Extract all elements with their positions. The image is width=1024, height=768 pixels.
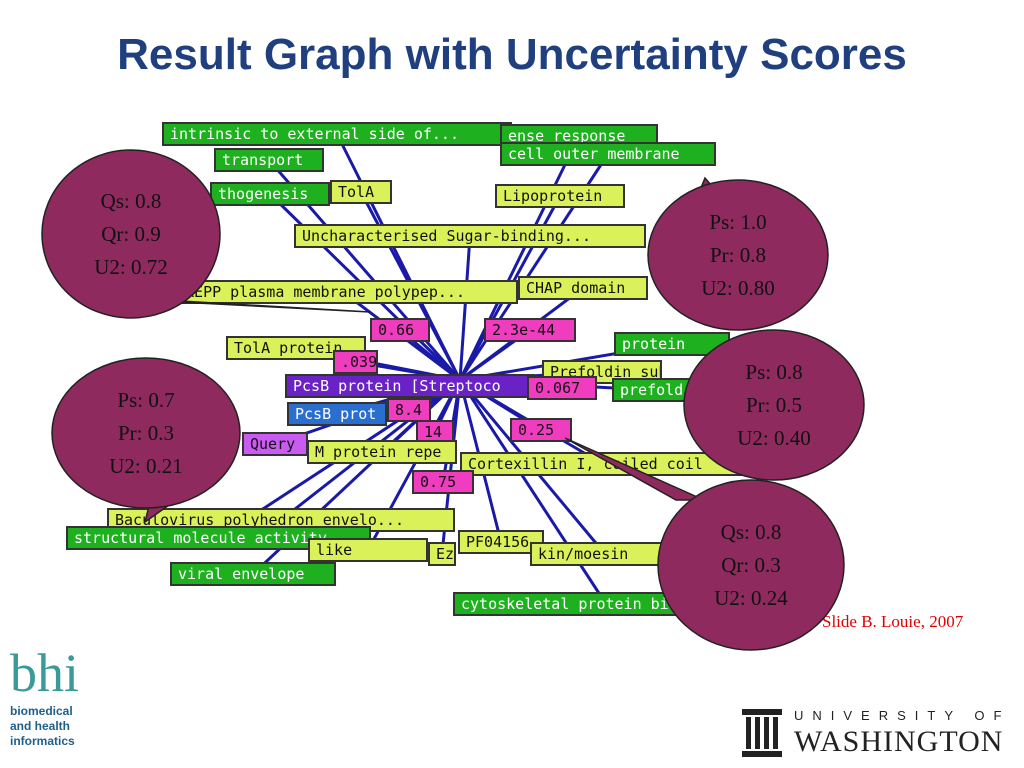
bhi-logo: bhi biomedical and health informatics [10, 646, 130, 766]
graph-node[interactable]: TolA protein [226, 336, 366, 360]
bhi-line: biomedical [10, 704, 73, 718]
graph-node[interactable]: CHAP domain [518, 276, 648, 300]
graph-node[interactable]: PcsB protein [Streptoco [285, 374, 535, 398]
graph-node[interactable]: Lipoprotein [495, 184, 625, 208]
callout-line: Qr: 0.9 [101, 221, 161, 246]
callout-line: U2: 0.40 [737, 425, 811, 450]
graph-edge [458, 379, 608, 605]
graph-node[interactable]: 8.4 [387, 398, 431, 422]
graph-node[interactable]: like [308, 538, 428, 562]
slide-title: Result Graph with Uncertainty Scores [117, 30, 907, 79]
graph-node[interactable]: Cortexillin I, coiled coil [460, 452, 746, 476]
uw-bottom-text: WASHINGTON [794, 725, 1004, 758]
graph-node[interactable]: Query [242, 432, 308, 456]
graph-node[interactable]: 0.067 [527, 376, 597, 400]
callout-line: Qr: 0.3 [721, 552, 781, 577]
callout-line: U2: 0.80 [701, 275, 775, 300]
graph-node[interactable]: Ez [428, 542, 456, 566]
callout-line: Qs: 0.8 [720, 519, 782, 544]
uw-column-icon [742, 709, 782, 757]
callout-line: Ps: 0.7 [117, 387, 175, 412]
slide-credit: Slide B. Louie, 2007 [822, 612, 964, 631]
graph-node[interactable]: 0.25 [510, 418, 572, 442]
graph-node[interactable]: prefold [612, 378, 692, 402]
graph-node[interactable]: DREPP plasma membrane polypep... [168, 280, 518, 304]
graph-node[interactable]: protein [614, 332, 730, 356]
graph-node[interactable]: PF04156 [458, 530, 544, 554]
bhi-mark: bhi [10, 643, 80, 703]
graph-node[interactable]: .039 [333, 350, 378, 374]
graph-node[interactable]: viral envelope [170, 562, 336, 586]
callout-line: Ps: 1.0 [709, 209, 767, 234]
callout-line: Pr: 0.3 [117, 420, 174, 445]
callout-line: Pr: 0.5 [745, 392, 802, 417]
uw-logo: UNIVERSITY OF WASHINGTON [740, 705, 1020, 765]
bhi-line: informatics [10, 734, 75, 748]
graph-node[interactable]: 0.75 [412, 470, 474, 494]
callout-line: Pr: 0.8 [709, 242, 766, 267]
uw-top-text: UNIVERSITY OF [794, 708, 1011, 723]
graph-edge [458, 135, 581, 381]
callout-line: U2: 0.21 [109, 453, 183, 478]
bhi-text: biomedical and health informatics [10, 704, 130, 749]
graph-node[interactable]: thogenesis [210, 182, 330, 206]
graph-node[interactable]: transport [214, 148, 324, 172]
callout-line: U2: 0.72 [94, 254, 168, 279]
graph-node[interactable]: TolA [330, 180, 392, 204]
graph-node[interactable]: kin/moesin [530, 542, 680, 566]
graph-node[interactable]: Uncharacterised Sugar-binding... [294, 224, 646, 248]
graph-node[interactable]: intrinsic to external side of... [162, 122, 512, 146]
graph-node[interactable]: 0.66 [370, 318, 430, 342]
graph-edge [458, 235, 472, 381]
callout-line: U2: 0.24 [714, 585, 788, 610]
graph-node[interactable]: cell outer membrane [500, 142, 716, 166]
graph-node[interactable]: M protein repe [307, 440, 457, 464]
graph-node[interactable]: PcsB prot [287, 402, 387, 426]
bhi-line: and health [10, 719, 71, 733]
callout-line: Qs: 0.8 [100, 188, 162, 213]
graph-node[interactable]: 2.3e-44 [484, 318, 576, 342]
callout-line: Ps: 0.8 [745, 359, 803, 384]
